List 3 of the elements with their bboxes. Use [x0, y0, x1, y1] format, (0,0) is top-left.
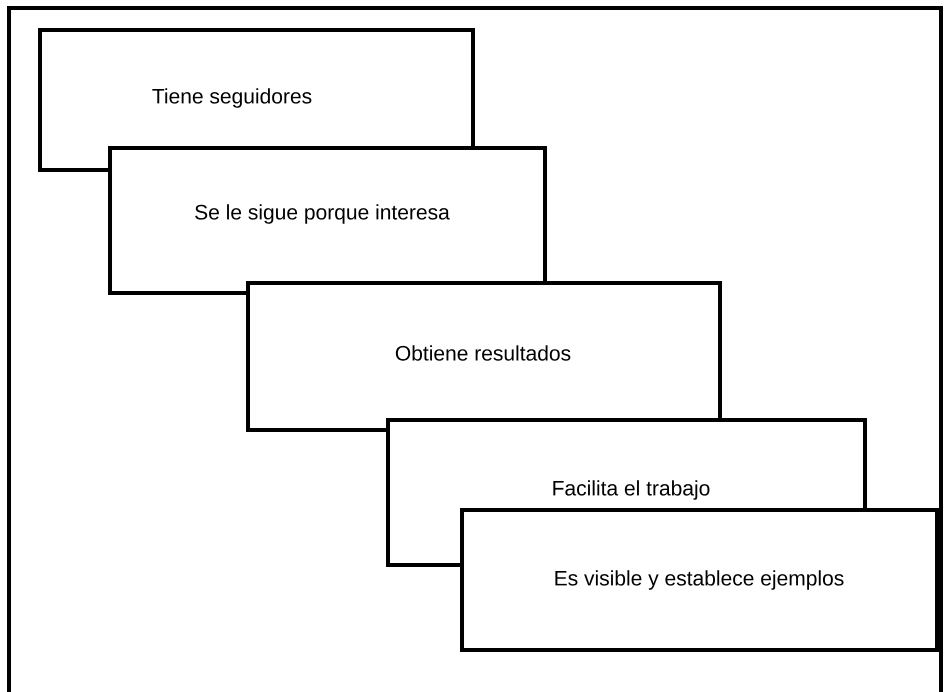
- step-box: Obtiene resultados: [246, 280, 722, 432]
- step-box: Se le sigue porque interesa: [108, 146, 547, 295]
- step-box: Es visible y establece ejemplos: [460, 508, 939, 652]
